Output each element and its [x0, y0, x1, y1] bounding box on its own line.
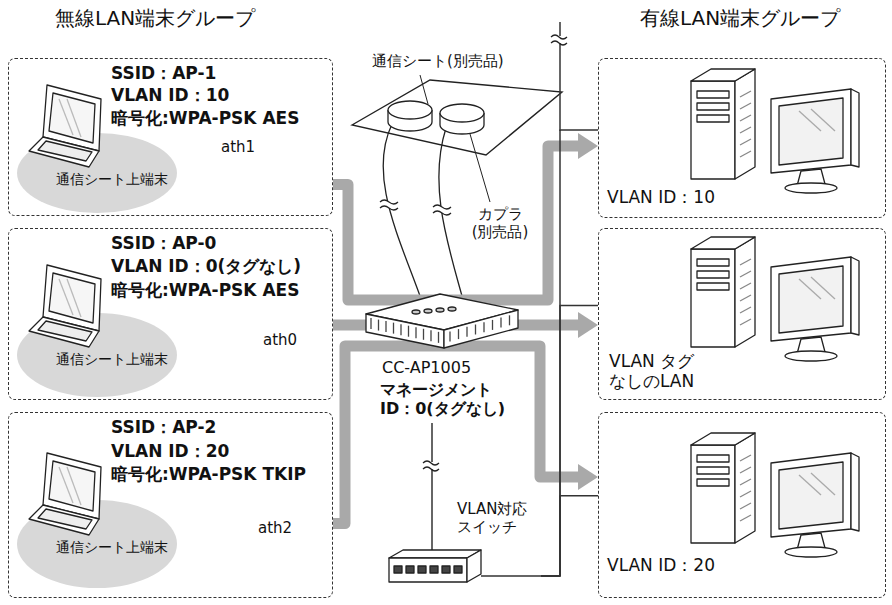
- coupler-cable: [383, 124, 420, 296]
- arrow-head: [578, 464, 598, 490]
- node-heading: CC-AP1005: [382, 358, 471, 377]
- lan-cable: [541, 130, 598, 576]
- access-point-device: CC-AP1005 マネージメント ID：0(タグなし): [358, 286, 528, 423]
- wireless-group-box: SSID：AP-0VLAN ID：0(タグなし) 暗号化:WPA-PSK AES a…: [8, 228, 333, 400]
- node-text: ath0: [263, 331, 297, 349]
- laptop-illustration: [9, 229, 332, 399]
- node-text: VLAN ID：0(タグなし): [111, 256, 301, 276]
- group-title: 無線LAN端末グループ: [55, 6, 255, 30]
- leader-line: [470, 134, 490, 202]
- node-heading: VLAN タグ なしのLAN: [609, 351, 705, 392]
- node-text: 通信シート上端末: [56, 351, 168, 368]
- communication-sheet: [352, 80, 562, 155]
- node-text: ath2: [258, 519, 292, 537]
- group-title: 有線LAN端末グループ: [640, 6, 840, 30]
- connector-line: [333, 346, 580, 524]
- lan-cable: [541, 305, 598, 576]
- laptop-illustration: [9, 413, 332, 597]
- vlan-switch: VLAN対応 スイッチ: [385, 498, 541, 590]
- node-text: 暗号化:WPA-PSK AES: [111, 108, 299, 128]
- wireless-group-box: SSID：AP-2VLAN ID：20 暗号化:WPA-PSK TKIP ath2 通…: [8, 412, 333, 598]
- node-text: 暗号化:WPA-PSK TKIP: [111, 464, 306, 484]
- node-heading: SSID：AP-0: [111, 233, 216, 253]
- coupler: [388, 101, 484, 134]
- break-mark: [380, 35, 568, 471]
- connector-line: [541, 130, 598, 576]
- part-label: カプラ (別売品): [468, 205, 532, 241]
- node-text: 暗号化:WPA-PSK AES: [111, 280, 299, 300]
- node-text: VLAN ID：20: [111, 441, 229, 461]
- wired-group-box: VLAN タグ なしのLAN: [598, 228, 886, 400]
- node-text: ath1: [221, 138, 255, 156]
- lan-cable: [541, 496, 598, 576]
- connector-line: [333, 146, 580, 300]
- node-heading: VLAN対応 スイッチ: [457, 500, 537, 536]
- lan-cable: [432, 423, 433, 498]
- wired-group-box: VLAN ID：20: [598, 412, 886, 598]
- part-label: 通信シート(別売品): [372, 52, 504, 70]
- node-text: 通信シート上端末: [56, 171, 168, 188]
- flow-arrow: [333, 346, 598, 524]
- wired-group-box: VLAN ID：10: [598, 58, 886, 218]
- node-text: VLAN ID：10: [111, 85, 229, 105]
- node-heading: SSID：AP-2: [111, 417, 216, 437]
- leader-line: [420, 75, 428, 104]
- node-heading: VLAN ID：20: [607, 555, 715, 575]
- wireless-group-box: SSID：AP-1VLAN ID：10 暗号化:WPA-PSK AES ath1 通信…: [8, 58, 333, 216]
- arrow-head: [578, 312, 598, 338]
- arrow-head: [578, 133, 598, 159]
- connector-line: [541, 305, 598, 576]
- node-heading: VLAN ID：10: [607, 187, 715, 207]
- node-heading: SSID：AP-1: [111, 63, 216, 83]
- connector-line: [431, 423, 433, 498]
- node-text: 通信シート上端末: [56, 539, 168, 556]
- connector-line: [541, 496, 598, 576]
- flow-arrow: [333, 133, 598, 300]
- node-text: マネージメント ID：0(タグなし): [380, 380, 508, 418]
